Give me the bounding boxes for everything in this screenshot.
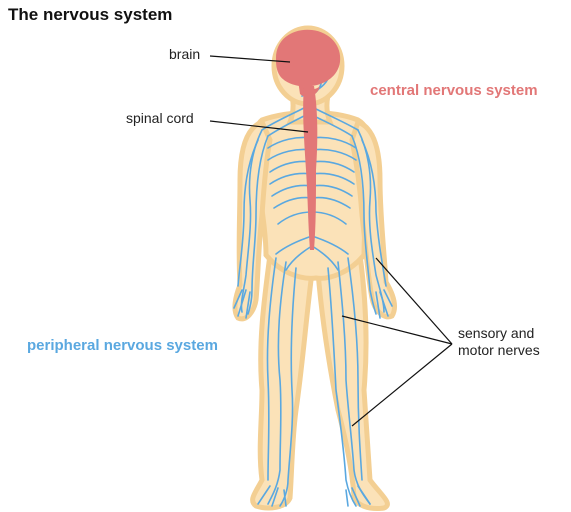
peripheral-nervous-system-label: peripheral nervous system: [27, 337, 218, 354]
brachial-plexus-left: [261, 107, 305, 137]
left-leg-nerve-inner: [279, 267, 297, 507]
leader-line-nerves-calf: [351, 343, 453, 427]
right-leg-nerve-inner: [327, 267, 357, 507]
left-arm-nerve-outer: [237, 139, 259, 287]
intercostal-nerves: [267, 136, 357, 225]
leader-lines: [209, 55, 453, 427]
left-hand-nerves: [233, 289, 251, 319]
central-nervous-system-shape: [276, 29, 341, 250]
leader-line-brain: [209, 55, 291, 63]
brain-label: brain: [169, 46, 201, 62]
spinal-cord-shape: [303, 86, 318, 250]
right-leg: [315, 251, 390, 511]
left-arm: [232, 118, 273, 322]
right-leg-nerve-outer: [347, 257, 363, 481]
left-leg-nerve-outer: [266, 257, 277, 481]
brain-shape: [276, 29, 341, 87]
right-hand-nerves: [375, 289, 393, 319]
right-foot-nerves: [345, 485, 371, 507]
left-arm-nerve-inner: [247, 135, 269, 315]
leader-line-nerves-thigh: [341, 315, 453, 345]
brachial-plexus-right: [313, 107, 359, 137]
left-leg: [250, 251, 315, 511]
right-arm-nerve-inner: [351, 135, 377, 315]
page-title: The nervous system: [8, 5, 173, 24]
body-silhouette: [232, 25, 397, 511]
central-nervous-system-label: central nervous system: [370, 82, 538, 99]
leader-line-nerves-arm: [375, 257, 453, 345]
left-leg-nerve-main: [267, 261, 287, 505]
sensory-motor-nerves-label: sensory and motor nerves: [458, 325, 540, 358]
left-arm-nerve-main: [240, 129, 263, 313]
left-foot-nerves: [257, 485, 287, 507]
leader-line-spinal-cord: [209, 120, 309, 133]
lumbosacral-plexus: [275, 235, 349, 271]
spinal-cord-label: spinal cord: [126, 110, 194, 126]
peripheral-nerve-network: [233, 59, 393, 507]
